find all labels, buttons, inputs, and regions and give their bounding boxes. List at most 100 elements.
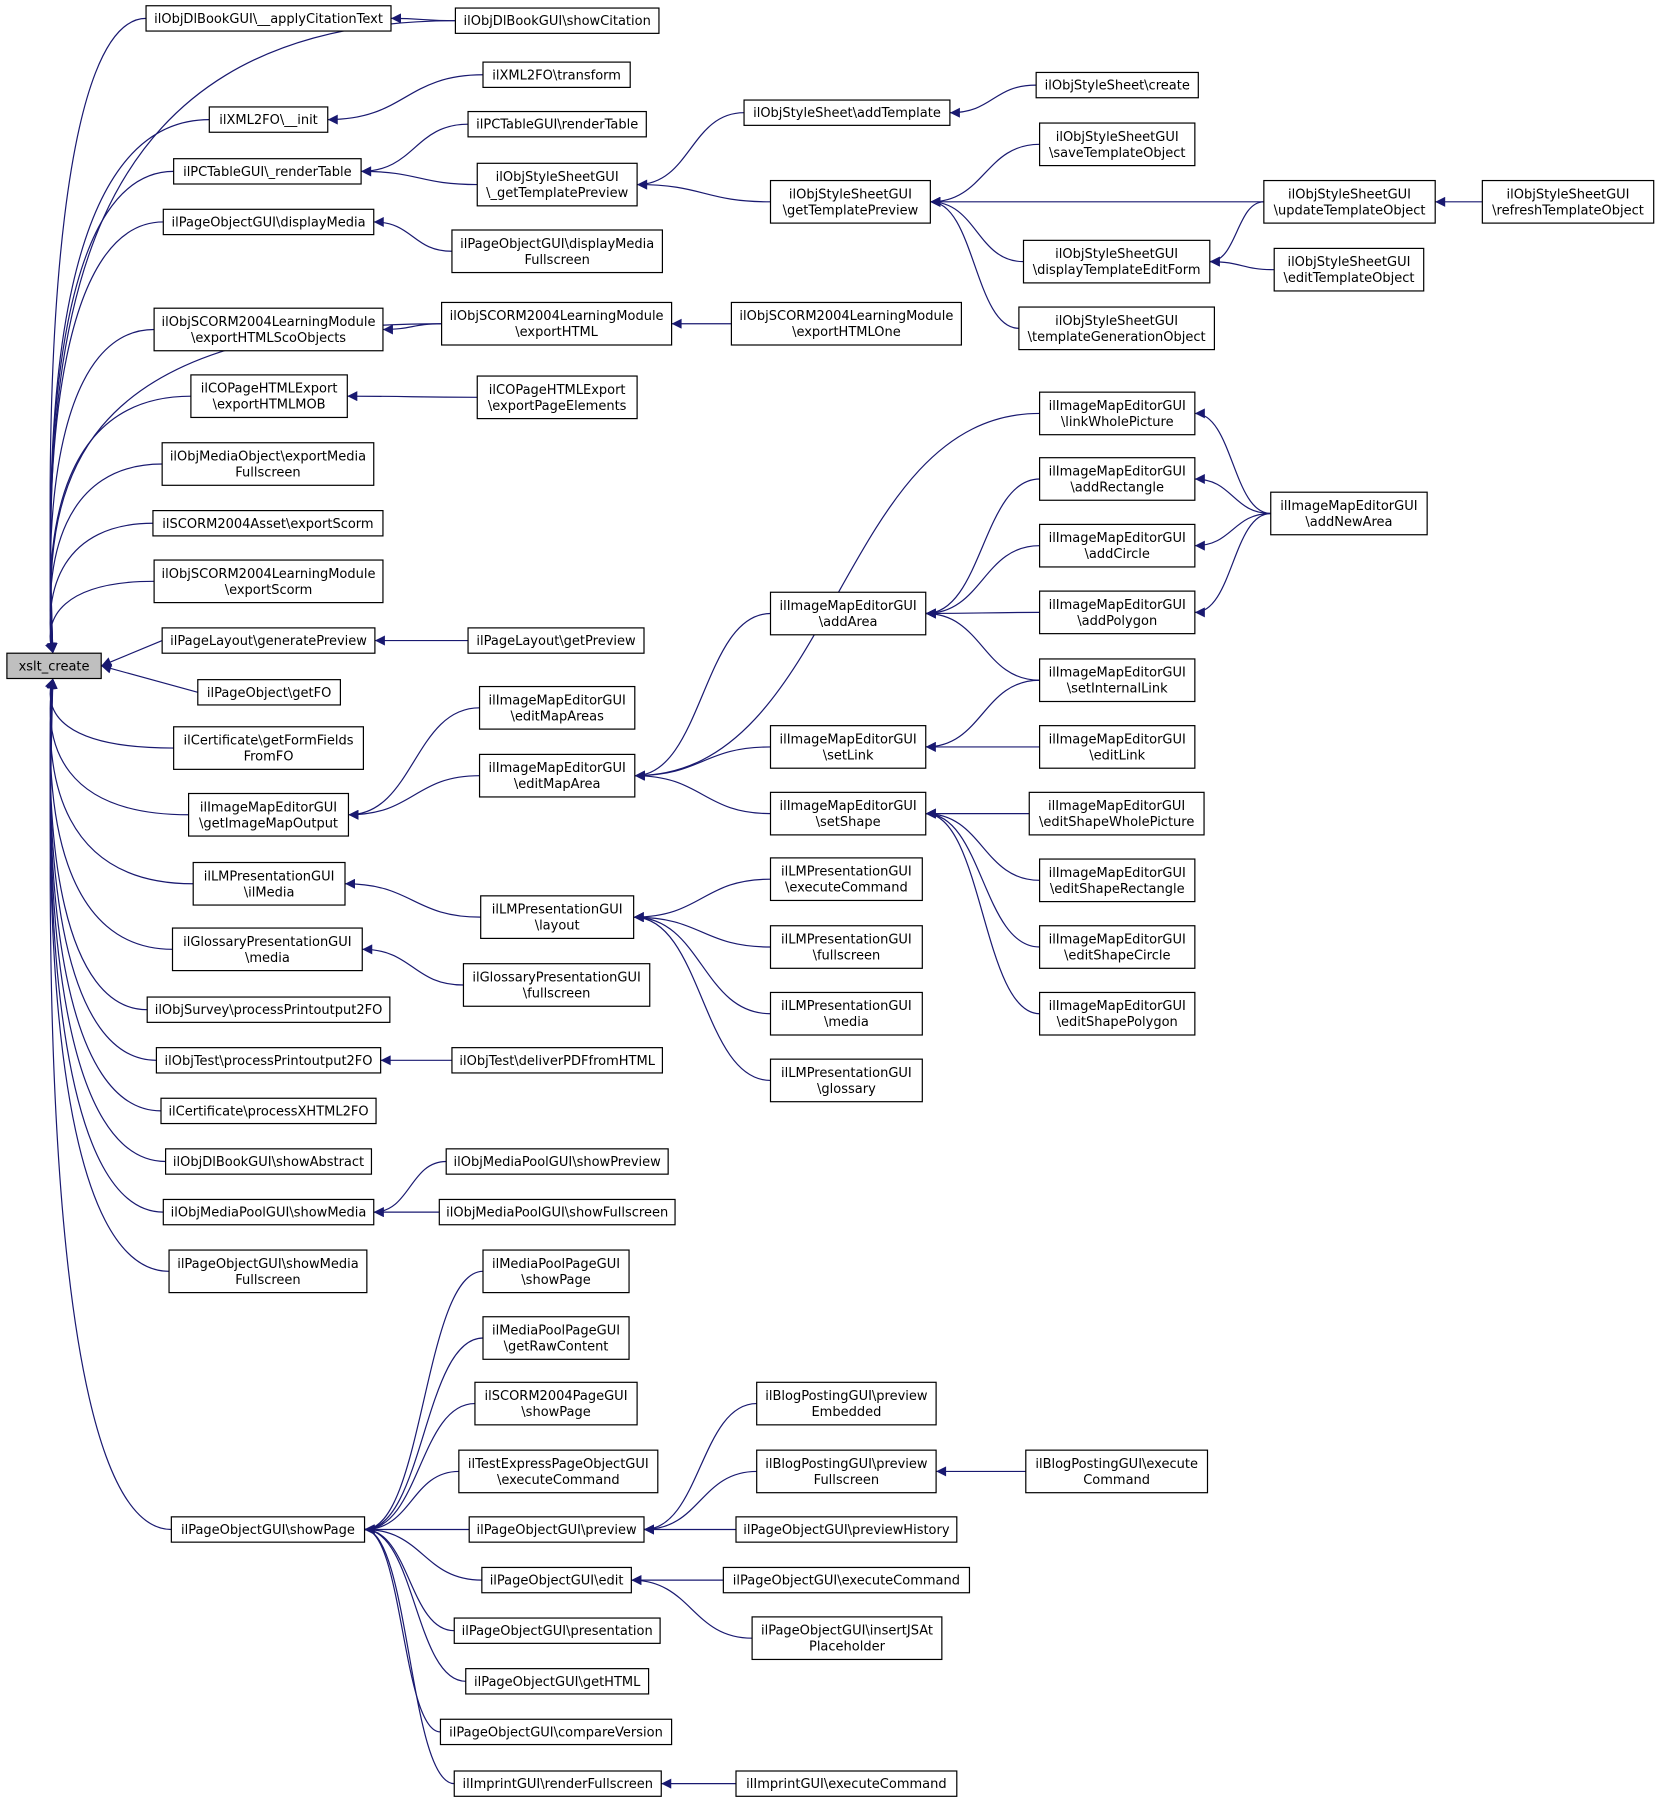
- graph-node[interactable]: ilPageObjectGUI\previewHistory: [735, 1516, 958, 1543]
- node-label: ilObjStyleSheetGUI: [1507, 187, 1630, 202]
- graph-node[interactable]: ilObjStyleSheetGUI\getTemplatePreview: [769, 179, 931, 224]
- graph-node[interactable]: ilPageLayout\getPreview: [467, 627, 645, 654]
- node-label: ilBlogPostingGUI\preview: [765, 1389, 928, 1404]
- graph-node[interactable]: ilImageMapEditorGUI\setLink: [769, 725, 927, 769]
- graph-node[interactable]: ilImageMapEditorGUI\getImageMapOutput: [188, 792, 350, 837]
- graph-node[interactable]: ilImageMapEditorGUI\setShape: [769, 791, 927, 836]
- graph-node[interactable]: ilObjDlBookGUI\__applyCitationText: [145, 5, 392, 32]
- graph-node[interactable]: ilObjDlBookGUI\showCitation: [454, 7, 660, 34]
- node-label: ilLMPresentationGUI: [781, 999, 912, 1014]
- graph-node[interactable]: ilImageMapEditorGUI\addPolygon: [1038, 590, 1196, 635]
- graph-node[interactable]: ilObjStyleSheetGUI\editTemplateObject: [1273, 247, 1425, 292]
- graph-node[interactable]: ilPageObjectGUI\presentation: [453, 1617, 661, 1644]
- graph-node[interactable]: ilImageMapEditorGUI\addArea: [769, 591, 927, 636]
- graph-node[interactable]: ilMediaPoolPageGUI\showPage: [482, 1249, 630, 1294]
- graph-node[interactable]: ilCOPageHTMLExport\exportHTMLMOB: [190, 374, 348, 419]
- graph-node[interactable]: ilPageObjectGUI\displayMedia: [162, 208, 375, 236]
- graph-node[interactable]: ilObjStyleSheetGUI\templateGenerationObj…: [1018, 306, 1216, 351]
- graph-node[interactable]: ilLMPresentationGUI\glossary: [769, 1058, 923, 1103]
- graph-node[interactable]: ilTestExpressPageObjectGUI\executeComman…: [458, 1449, 659, 1494]
- graph-node[interactable]: ilGlossaryPresentationGUI\media: [171, 927, 363, 972]
- node-label: ilPCTableGUI\_renderTable: [183, 165, 352, 180]
- graph-node[interactable]: ilLMPresentationGUI\fullscreen: [769, 925, 923, 969]
- node-box: [756, 1381, 937, 1426]
- graph-node[interactable]: ilImageMapEditorGUI\addCircle: [1038, 523, 1196, 568]
- graph-node[interactable]: ilPCTableGUI\_renderTable: [173, 158, 362, 185]
- graph-node[interactable]: ilObjStyleSheetGUI\displayTemplateEditFo…: [1022, 239, 1211, 284]
- graph-node[interactable]: ilImprintGUI\renderFullscreen: [453, 1770, 662, 1797]
- graph-node[interactable]: ilLMPresentationGUI\executeCommand: [769, 857, 923, 902]
- graph-node[interactable]: ilSCORM2004PageGUI\showPage: [474, 1381, 638, 1426]
- node-label: \refreshTemplateObject: [1492, 203, 1644, 218]
- graph-node[interactable]: ilObjStyleSheet\create: [1035, 71, 1199, 99]
- graph-node[interactable]: ilPageObjectGUI\getHTML: [465, 1668, 650, 1695]
- edge-n_insertJS-to-n_edit: [631, 1575, 753, 1639]
- graph-node[interactable]: ilObjStyleSheetGUI\saveTemplateObject: [1038, 122, 1196, 167]
- node-label: ilBlogPostingGUI\execute: [1035, 1457, 1198, 1472]
- edge-n_setLink-to-n_editMapArea: [634, 746, 771, 781]
- graph-node[interactable]: ilObjStyleSheetGUI\_getTemplatePreview: [476, 162, 638, 207]
- graph-node[interactable]: ilObjSCORM2004LearningModule\exportHTMLS…: [153, 307, 384, 352]
- graph-node[interactable]: ilImprintGUI\executeCommand: [735, 1770, 958, 1797]
- node-label: ilObjStyleSheetGUI: [1056, 130, 1179, 145]
- node-box: [1038, 122, 1196, 167]
- graph-node[interactable]: ilLMPresentationGUI\layout: [480, 895, 635, 939]
- node-box: [153, 307, 384, 352]
- graph-node[interactable]: ilImageMapEditorGUI\editMapAreas: [478, 685, 636, 730]
- graph-node[interactable]: ilObjStyleSheet\addTemplate: [743, 99, 951, 126]
- graph-node[interactable]: ilImageMapEditorGUI\addRectangle: [1038, 457, 1196, 501]
- graph-node[interactable]: ilCOPageHTMLExport\exportPageElements: [476, 375, 638, 420]
- graph-node[interactable]: ilObjMediaPoolGUI\showFullscreen: [438, 1198, 676, 1226]
- graph-node[interactable]: ilObjStyleSheetGUI\updateTemplateObject: [1263, 179, 1436, 224]
- graph-node[interactable]: ilObjMediaPoolGUI\showPreview: [445, 1148, 669, 1175]
- graph-node[interactable]: ilImageMapEditorGUI\editShapeWholePictur…: [1028, 791, 1205, 836]
- graph-node[interactable]: ilGlossaryPresentationGUI\fullscreen: [462, 963, 651, 1007]
- graph-node[interactable]: ilImageMapEditorGUI\addNewArea: [1270, 491, 1428, 536]
- graph-node[interactable]: ilXML2FO\transform: [482, 61, 631, 88]
- node-box: [1038, 658, 1196, 703]
- graph-node[interactable]: ilPageLayout\generatePreview: [161, 627, 376, 654]
- graph-node[interactable]: ilImageMapEditorGUI\editShapeRectangle: [1038, 858, 1196, 903]
- graph-node[interactable]: ilObjSCORM2004LearningModule\exportHTML: [441, 301, 673, 346]
- graph-node[interactable]: ilImageMapEditorGUI\editShapeCircle: [1038, 925, 1196, 969]
- graph-node[interactable]: ilLMPresentationGUI\media: [769, 991, 923, 1036]
- graph-node[interactable]: ilPageObjectGUI\edit: [481, 1566, 632, 1594]
- graph-node[interactable]: ilPageObjectGUI\showPage: [170, 1516, 366, 1543]
- graph-node[interactable]: ilBlogPostingGUI\executeCommand: [1025, 1449, 1209, 1494]
- node-box: [451, 1047, 664, 1074]
- graph-node[interactable]: ilObjTest\processPrintoutput2FO: [155, 1047, 382, 1074]
- graph-node[interactable]: ilXML2FO\__init: [208, 106, 329, 133]
- graph-node[interactable]: ilPageObjectGUI\compareVersion: [439, 1718, 673, 1746]
- graph-node[interactable]: ilImageMapEditorGUI\editMapArea: [478, 753, 636, 798]
- graph-node[interactable]: ilImageMapEditorGUI\linkWholePicture: [1038, 391, 1196, 436]
- graph-node[interactable]: ilObjSurvey\processPrintoutput2FO: [146, 996, 391, 1023]
- graph-node[interactable]: ilSCORM2004Asset\exportScorm: [152, 510, 384, 537]
- graph-node[interactable]: ilImageMapEditorGUI\editShapePolygon: [1038, 991, 1196, 1036]
- edge-n_surveyPrint-to-root: [47, 678, 148, 1011]
- graph-node[interactable]: ilObjMediaPoolGUI\showMedia: [162, 1198, 375, 1226]
- graph-node[interactable]: ilPageObject\getFO: [197, 679, 342, 706]
- graph-node[interactable]: ilLMPresentationGUI\ilMedia: [192, 861, 346, 906]
- graph-node[interactable]: ilPCTableGUI\renderTable: [467, 110, 647, 138]
- node-box: [467, 110, 647, 138]
- graph-node[interactable]: ilPageObjectGUI\executeCommand: [722, 1566, 971, 1594]
- node-label: ilObjDlBookGUI\showCitation: [463, 14, 650, 29]
- graph-node[interactable]: ilObjTest\deliverPDFfromHTML: [451, 1047, 664, 1074]
- graph-node[interactable]: ilObjDlBookGUI\showAbstract: [165, 1148, 373, 1175]
- graph-node[interactable]: ilCertificate\processXHTML2FO: [160, 1097, 377, 1125]
- graph-node[interactable]: ilImageMapEditorGUI\editLink: [1038, 725, 1196, 769]
- graph-node[interactable]: ilObjSCORM2004LearningModule\exportHTMLO…: [730, 301, 963, 346]
- graph-node[interactable]: ilMediaPoolPageGUI\getRawContent: [482, 1316, 630, 1360]
- root-node[interactable]: xslt_create: [6, 652, 102, 680]
- graph-node[interactable]: ilObjStyleSheetGUI\refreshTemplateObject: [1481, 179, 1655, 224]
- graph-node[interactable]: ilPageObjectGUI\preview: [468, 1516, 645, 1543]
- graph-node[interactable]: ilObjSCORM2004LearningModule\exportScorm: [153, 559, 384, 604]
- graph-node[interactable]: ilImageMapEditorGUI\setInternalLink: [1038, 658, 1196, 703]
